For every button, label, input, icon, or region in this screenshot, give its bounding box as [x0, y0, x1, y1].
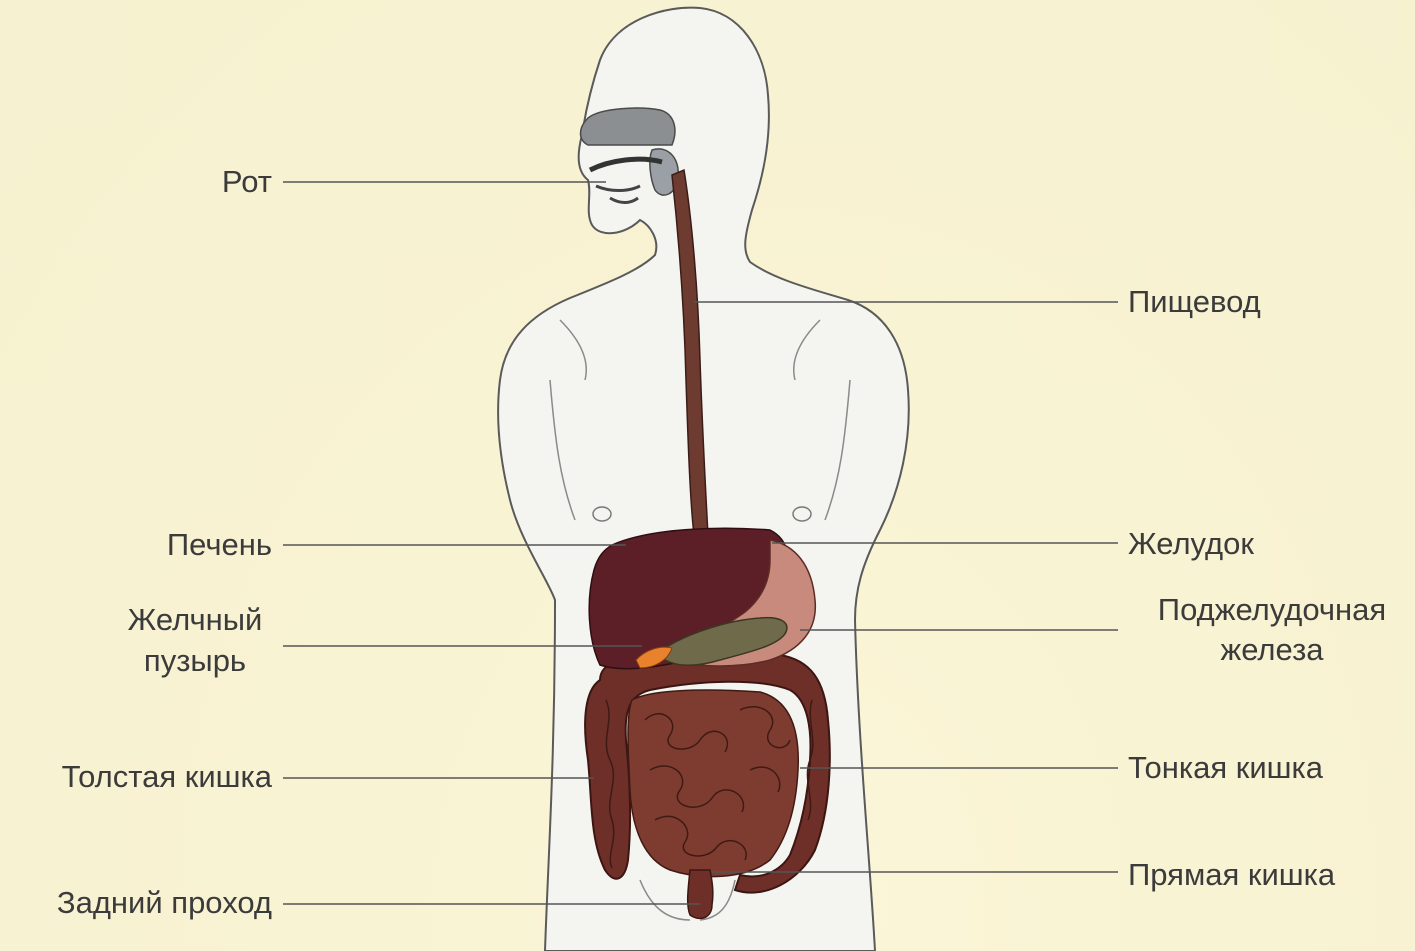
label-mouth: Рот: [222, 162, 272, 202]
label-small-intestine: Тонкая кишка: [1128, 748, 1323, 788]
label-liver: Печень: [167, 525, 272, 565]
label-anus: Задний проход: [57, 883, 272, 923]
label-large-intestine: Толстая кишка: [62, 757, 272, 797]
label-gallbladder-1: Желчный: [110, 600, 280, 640]
rectum: [688, 870, 713, 918]
label-rectum: Прямая кишка: [1128, 855, 1335, 895]
label-pancreas-1: Поджелудочная: [1136, 590, 1408, 630]
label-esophagus: Пищевод: [1128, 282, 1261, 322]
label-pancreas-2: железа: [1136, 630, 1408, 670]
label-stomach: Желудок: [1128, 524, 1254, 564]
label-gallbladder-2: пузырь: [110, 641, 280, 681]
